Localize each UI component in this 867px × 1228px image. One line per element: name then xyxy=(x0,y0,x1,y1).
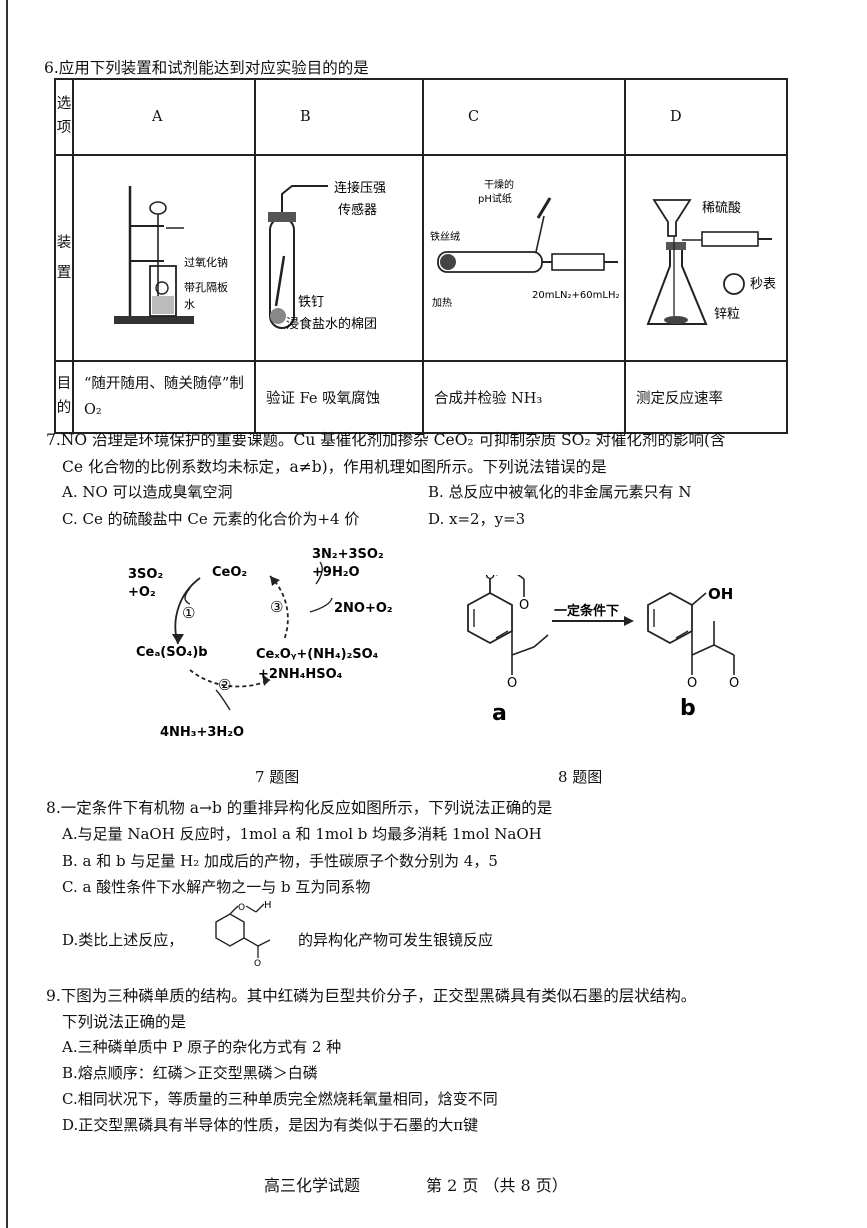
q8-option-D-pre: D.类比上述反应， xyxy=(62,931,184,949)
b-ketone-o2: O xyxy=(729,676,739,691)
q6-table: 选项 A B C D 装置 过氧化钠 带孔隔板 水 xyxy=(54,78,788,434)
a-carbonyl-o: O xyxy=(519,598,529,613)
label-9h2o: +9H₂O xyxy=(312,565,360,580)
purpose-A: “随开随用、随关随停”制 O₂ xyxy=(72,360,256,434)
label-cexoy: CeₓOᵧ+(NH₄)₂SO₄ xyxy=(256,647,379,662)
label-b: b xyxy=(680,696,696,721)
q8-option-D-post: 的异构化产物可发生银镜反应 xyxy=(298,931,494,949)
q7-option-D: D. x=2，y=3 xyxy=(428,510,526,528)
a-ester-o: O xyxy=(485,575,495,583)
label-zinc: 锌粒 xyxy=(714,307,740,322)
q8-reaction-figure: O O O a 一定条件下 OH O O b xyxy=(467,575,739,725)
label-ph-paper: pH试纸 xyxy=(478,192,512,205)
label-stopwatch: 秒表 xyxy=(750,277,776,292)
label-4nh3: 4NH₃+3H₂O xyxy=(160,725,244,740)
q7-option-A: A. NO 可以造成臭氧空洞 xyxy=(62,483,233,501)
label-plus-o2: +O₂ xyxy=(128,585,156,600)
apparatus-D-drawing: 稀硫酸 秒表 锌粒 xyxy=(646,199,776,325)
label-perforated-plate: 带孔隔板 xyxy=(184,280,228,294)
a-ketone-o: O xyxy=(507,676,517,691)
option-A-header: A xyxy=(72,78,256,156)
step-3-marker: ③ xyxy=(270,598,283,616)
q7-option-B: B. 总反应中被氧化的非金属元素只有 N xyxy=(428,483,692,501)
q8-caption: 8 题图 xyxy=(558,768,603,786)
label-2no-o2: 2NO+O₂ xyxy=(334,601,393,616)
footer-subject: 高三化学试题 xyxy=(264,1176,361,1195)
option-D-header: D xyxy=(624,78,788,156)
q8-option-C: C. a 酸性条件下水解产物之一与 b 互为同系物 xyxy=(62,878,371,896)
label-a: a xyxy=(492,701,507,725)
label-ce-sulfate: Ceₐ(SO₄)b xyxy=(136,645,208,660)
q7-stem-line2: Ce 化合物的比例系数均未标定，a≠b)，作用机理如图所示。下列说法错误的是 xyxy=(62,458,607,476)
b-ketone-o1: O xyxy=(687,676,697,691)
row-label-option: 选项 xyxy=(54,78,74,156)
label-pressure-line1: 连接压强 xyxy=(334,180,386,196)
label-3n2: 3N₂+3SO₂ xyxy=(312,547,384,562)
q8-stem: 8.一定条件下有机物 a→b 的重排异构化反应如图所示，下列说法正确的是 xyxy=(46,799,553,817)
svg-text:O: O xyxy=(254,959,261,966)
formyl-h-label: H xyxy=(264,900,272,911)
option-C-header: C xyxy=(422,78,626,156)
q8-option-B: B. a 和 b 与足量 H₂ 加成后的产物，手性碳原子个数分别为 4，5 xyxy=(62,852,498,870)
label-pressure-line2: 传感器 xyxy=(338,202,377,218)
label-water: 水 xyxy=(184,298,195,311)
svg-text:O: O xyxy=(238,903,245,913)
label-salt-cotton: 浸食盐水的棉团 xyxy=(286,316,377,332)
label-ceo2: CeO₂ xyxy=(212,565,247,580)
row-label-apparatus: 装置 xyxy=(54,154,74,362)
page-edge-line xyxy=(6,0,8,1228)
q9-option-B: B.熔点顺序：红磷＞正交型黑磷＞白磷 xyxy=(62,1064,318,1082)
label-oh: OH xyxy=(708,585,733,603)
label-dry: 干燥的 xyxy=(484,178,514,191)
q6-stem: 6.应用下列装置和试剂能达到对应实验目的的是 xyxy=(44,59,369,77)
option-B-header: B xyxy=(254,78,424,156)
q7-option-C: C. Ce 的硫酸盐中 Ce 元素的化合价为+4 价 xyxy=(62,510,360,528)
purpose-C: 合成并检验 NH₃ xyxy=(422,360,626,434)
q9-stem-line1: 9.下图为三种磷单质的结构。其中红磷为巨型共价分子，正交型黑磷具有类似石墨的层状… xyxy=(46,987,697,1005)
apparatus-A-drawing: 过氧化钠 带孔隔板 水 xyxy=(114,186,228,324)
row-label-purpose: 目的 xyxy=(54,360,74,434)
apparatus-D: 稀硫酸 秒表 锌粒 xyxy=(624,154,788,362)
label-dilute-acid: 稀硫酸 xyxy=(702,201,741,216)
apparatus-C: 干燥的 pH试纸 铁丝绒 加热 20mLN₂+60mLH₂ xyxy=(422,154,626,362)
q7-stem-line1: 7.NO 治理是环境保护的重要课题。Cu 基催化剂加掺杂 CeO₂ 可抑制杂质 … xyxy=(46,431,726,449)
label-sodium-peroxide: 过氧化钠 xyxy=(184,255,228,269)
label-nh4hso4: +2NH₄HSO₄ xyxy=(258,667,343,682)
q9-stem-line2: 下列说法正确的是 xyxy=(62,1013,187,1031)
arrow-label: 一定条件下 xyxy=(554,603,619,619)
footer-page-number: 第 2 页 （共 8 页） xyxy=(426,1176,568,1195)
q7-caption: 7 题图 xyxy=(255,768,300,786)
q8-option-D-structure: O H O xyxy=(215,900,272,966)
purpose-B: 验证 Fe 吸氧腐蚀 xyxy=(254,360,424,434)
apparatus-B-drawing: 连接压强 传感器 铁钉 浸食盐水的棉团 xyxy=(268,180,386,332)
apparatus-A: 过氧化钠 带孔隔板 水 xyxy=(72,154,256,362)
step-2-marker: ② xyxy=(218,676,231,694)
label-gas-volume: 20mLN₂+60mLH₂ xyxy=(532,290,619,301)
apparatus-C-drawing: 干燥的 pH试纸 铁丝绒 加热 20mLN₂+60mLH₂ xyxy=(430,178,619,309)
apparatus-B: 连接压强 传感器 铁钉 浸食盐水的棉团 xyxy=(254,154,424,362)
step-1-marker: ① xyxy=(182,604,195,622)
q8-option-A: A.与足量 NaOH 反应时，1mol a 和 1mol b 均最多消耗 1mo… xyxy=(62,825,542,843)
label-heat: 加热 xyxy=(432,296,452,309)
label-iron-nail: 铁钉 xyxy=(298,295,324,310)
label-iron-wool: 铁丝绒 xyxy=(430,230,460,243)
label-3so2: 3SO₂ xyxy=(128,567,163,582)
q9-option-C: C.相同状况下，等质量的三种单质完全燃烧耗氧量相同，焓变不同 xyxy=(62,1090,498,1108)
q9-option-D: D.正交型黑磷具有半导体的性质，是因为有类似于石墨的大π键 xyxy=(62,1116,479,1134)
q9-option-A: A.三种磷单质中 P 原子的杂化方式有 2 种 xyxy=(62,1038,342,1056)
purpose-D: 测定反应速率 xyxy=(624,360,788,434)
q7-mechanism-diagram: CeO₂ 3SO₂ +O₂ ① ③ ② Ceₐ(SO₄)b CeₓOᵧ+(NH₄… xyxy=(128,547,393,740)
